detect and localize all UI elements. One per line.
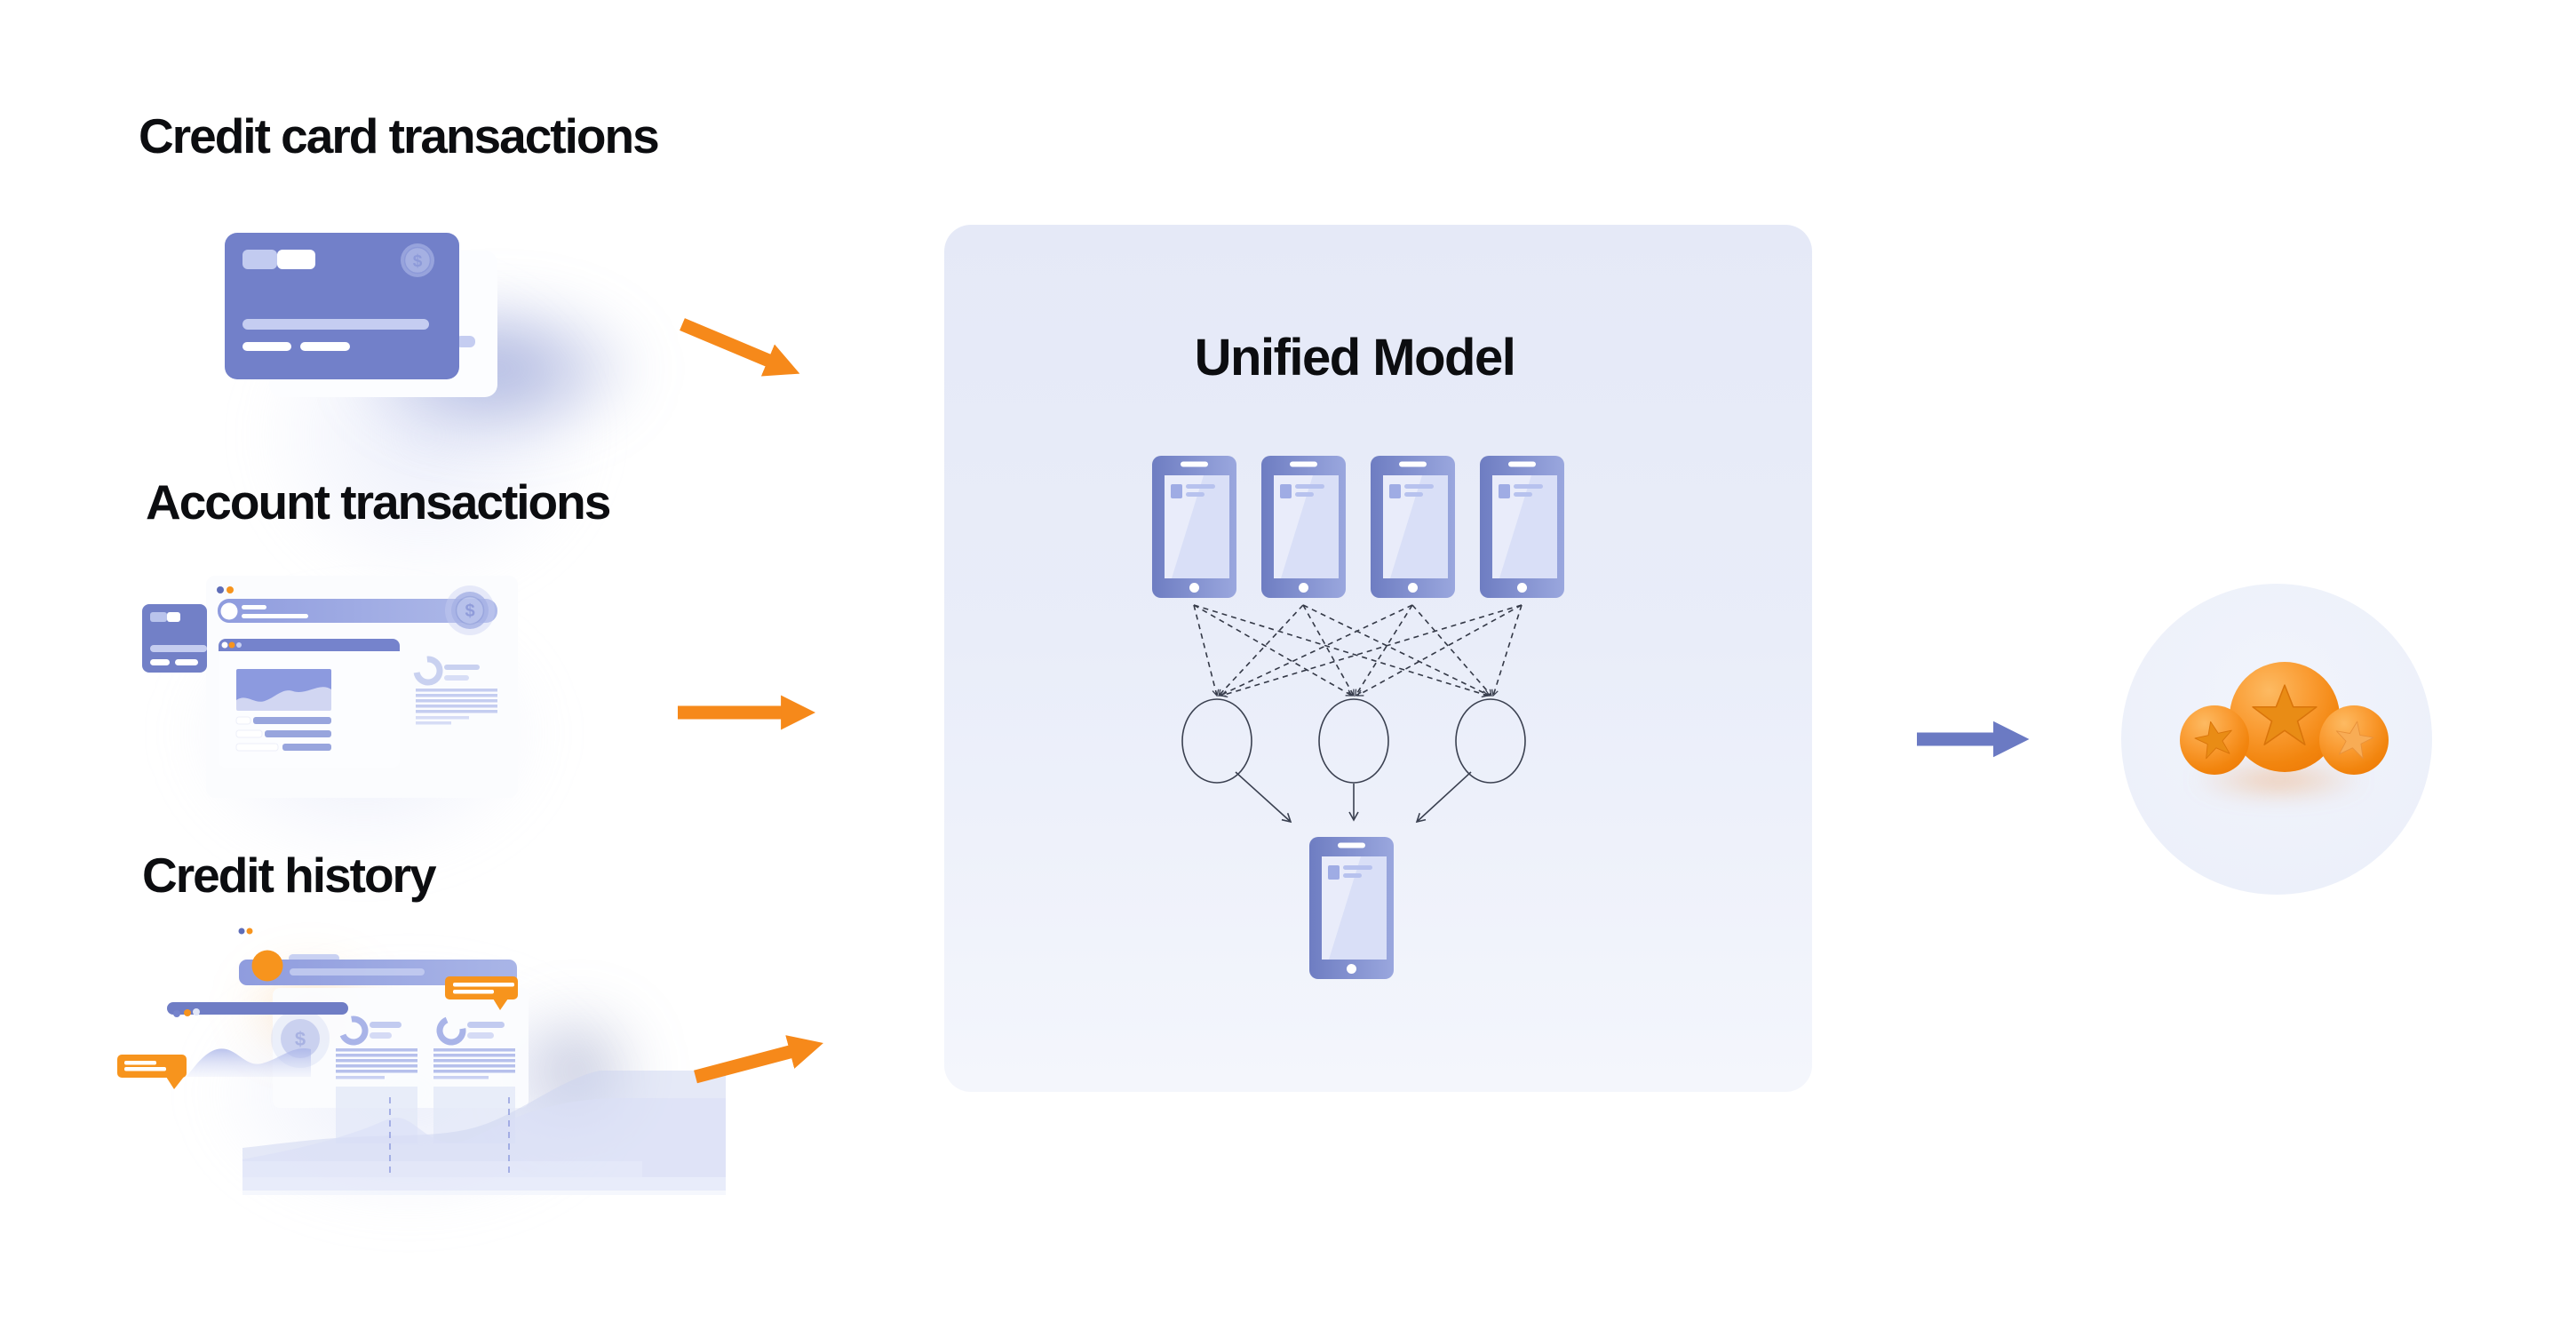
phone-icon <box>1371 456 1455 598</box>
source-label-account-transactions: Account transactions <box>146 474 611 530</box>
credit-history-icon: $ <box>117 928 726 1195</box>
svg-text:$: $ <box>413 252 423 271</box>
arrow-right-down-icon <box>680 318 800 377</box>
star-icon <box>2194 721 2232 760</box>
report-column <box>433 1015 515 1079</box>
mini-credit-card-icon <box>142 604 207 673</box>
report-column <box>336 1015 417 1079</box>
output-phone-icon <box>1309 837 1394 979</box>
phone-icon <box>1480 456 1564 598</box>
phone-icon <box>1261 456 1346 598</box>
small-area-chart <box>187 1048 311 1077</box>
source-label-credit-history: Credit history <box>142 848 437 903</box>
svg-text:$: $ <box>295 1028 306 1050</box>
area-chart-icon <box>236 669 331 711</box>
text-lines <box>416 689 497 725</box>
hidden-node <box>1455 698 1526 784</box>
nav-bar <box>167 1002 348 1017</box>
dashed-connections <box>1193 604 1523 698</box>
large-area-chart <box>242 1071 726 1195</box>
dollar-coin-icon: $ <box>271 1009 330 1068</box>
dollar-coin-icon: $ <box>445 585 495 635</box>
hidden-node <box>1181 698 1252 784</box>
credit-card-front: $ <box>225 233 459 379</box>
svg-text:$: $ <box>465 601 474 621</box>
three-star-score-icon <box>2121 584 2432 895</box>
star-ball-small <box>2319 705 2389 775</box>
arrow-right-up-icon <box>694 1035 823 1084</box>
donut-chart-icon <box>413 656 480 686</box>
list-rows <box>235 716 331 752</box>
hidden-node <box>1318 698 1389 784</box>
arrow-right-blue-icon <box>1917 721 2030 758</box>
unified-model-diagram <box>1152 456 1564 979</box>
source-label-credit-card-transactions: Credit card transactions <box>139 108 660 163</box>
report-window <box>273 988 529 1108</box>
inner-app-window <box>219 639 400 768</box>
chat-bubble-icon <box>117 1055 187 1089</box>
avatar <box>251 950 283 982</box>
unified-model-title: Unified Model <box>1194 329 1516 386</box>
card-number-line <box>242 319 429 330</box>
star-icon <box>2335 721 2374 759</box>
arrow-right-icon <box>678 695 816 730</box>
star-icon <box>2252 684 2318 745</box>
account-dashboard-icon: $ <box>142 576 518 798</box>
card-chip <box>242 250 277 269</box>
credit-card-icon: $ <box>225 233 497 397</box>
output-arrows <box>1235 771 1472 824</box>
hidden-nodes <box>1181 698 1526 784</box>
chat-bubble-icon <box>445 976 518 1010</box>
phone-icon <box>1152 456 1236 598</box>
dollar-coin-icon: $ <box>401 243 434 277</box>
star-ball-small <box>2180 705 2249 775</box>
